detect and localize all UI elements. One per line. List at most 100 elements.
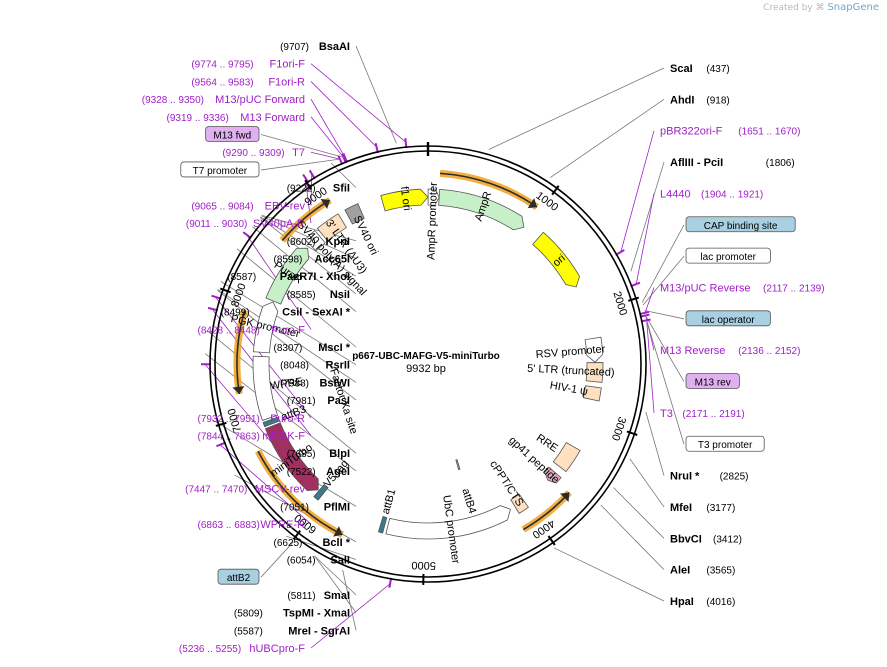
feature-label-rsv-promoter: RSV promoter bbox=[535, 343, 606, 361]
site-label-ahdi: AhdI(918) bbox=[670, 94, 730, 106]
site-coord-pbr322ori-f: (1651 .. 1670) bbox=[738, 127, 800, 138]
site-name-bsaai: BsaAI bbox=[319, 41, 350, 53]
orf-arrowhead-wpre bbox=[232, 386, 245, 394]
site-name-alei: AleI bbox=[670, 565, 690, 577]
tick-label-5000: 5000 bbox=[411, 559, 436, 572]
site-name-blpi: BlpI bbox=[329, 448, 350, 460]
site-coord-f1ori-r: (9564 .. 9583) bbox=[191, 77, 253, 88]
site-coord-bsiwi: (7988) bbox=[280, 378, 309, 389]
site-coord-bsaai: (9707) bbox=[280, 42, 309, 53]
site-label-bcli: BclI *(6625) bbox=[273, 537, 350, 549]
feature-box-label-t7-promoter: T7 promoter bbox=[193, 166, 248, 177]
site-label-attb2: attB2 bbox=[217, 568, 260, 585]
site-label-mpgk-f: mPGK-F(7844 .. 7863) bbox=[198, 431, 306, 443]
site-coord-rsrii: (8048) bbox=[280, 361, 309, 372]
site-label-agei: AgeI(7522) bbox=[287, 466, 350, 478]
leader-blpi bbox=[207, 330, 357, 454]
center-title: p667-UBC-MAFG-V5-miniTurbo 9932 bp bbox=[352, 351, 500, 375]
feature-box-label-cap-binding-site: CAP binding site bbox=[704, 221, 778, 232]
site-coord-bbvci: (3412) bbox=[713, 534, 742, 545]
leader-ahdi bbox=[550, 99, 665, 178]
orf-arrowhead-ampr bbox=[527, 198, 537, 209]
site-label-pbr322ori-f: pBR322ori-F(1651 .. 1670) bbox=[660, 126, 800, 138]
site-coord-nsii: (8585) bbox=[287, 290, 316, 301]
site-label-puro-r: Puro-R(7932 .. 7951) bbox=[198, 413, 306, 425]
leader-m13-forward bbox=[310, 116, 344, 158]
site-coord-sfii: (9222) bbox=[287, 184, 316, 195]
feature-inner-label-ori: ori bbox=[551, 252, 568, 269]
leader-m13-fwd bbox=[260, 134, 344, 158]
site-label-mfei: MfeI(3177) bbox=[670, 502, 735, 514]
site-label-puro-f: Puro-F(8428 .. 8448) bbox=[198, 324, 306, 336]
site-name-wpre-r: WPRE-R bbox=[260, 519, 305, 531]
leader-t3-promoter bbox=[646, 320, 685, 445]
site-name-nsii: NsiI bbox=[330, 289, 350, 301]
orf-arrowhead-ubc bbox=[560, 492, 570, 503]
site-label-scai: ScaI(437) bbox=[670, 63, 730, 75]
tick-4000 bbox=[547, 535, 556, 546]
site-label-msci: MscI *(8307) bbox=[273, 342, 350, 354]
leader-afliii-pcii bbox=[630, 161, 665, 272]
site-label-t3: T3(2171 .. 2191) bbox=[660, 408, 745, 420]
feature-box-label-m13-rev: M13 rev bbox=[695, 378, 731, 389]
feature-ubc-promoter bbox=[385, 505, 511, 540]
site-coord-csii-sexai: (8499) bbox=[221, 308, 250, 319]
feature-label-wpre: WPRE bbox=[269, 376, 303, 393]
site-label-kpni: KpnI(8602) bbox=[287, 236, 350, 248]
site-coord-hubcpro-f: (5236 .. 5255) bbox=[179, 644, 241, 655]
feature-box-label-t3-promoter: T3 promoter bbox=[698, 440, 753, 451]
site-label-t7: T7(9290 .. 9309) bbox=[222, 147, 305, 159]
plasmid-name: p667-UBC-MAFG-V5-miniTurbo bbox=[352, 351, 500, 362]
leader-bsiwi bbox=[217, 289, 357, 383]
site-name-m13-puc-reverse: M13/pUC Reverse bbox=[660, 282, 750, 294]
site-label-m13-puc-reverse: M13/pUC Reverse(2117 .. 2139) bbox=[660, 282, 825, 294]
feature-sv40-ori bbox=[344, 203, 365, 225]
leader-f1ori-f bbox=[310, 63, 407, 143]
site-coord-paer7i-xhoi: (8587) bbox=[227, 272, 256, 283]
leader-bbvci bbox=[613, 487, 665, 539]
credit-brand: SnapGene bbox=[827, 2, 879, 13]
tick-7000 bbox=[215, 421, 227, 427]
site-label-pasi: PasI(7981) bbox=[287, 395, 350, 407]
site-coord-agei: (7522) bbox=[287, 467, 316, 478]
site-coord-ebv-rev: (9065 .. 9084) bbox=[191, 201, 253, 212]
site-label-lac-operator: lac operator bbox=[685, 310, 771, 327]
orf-arc-ampr bbox=[440, 172, 538, 208]
site-name-acc65i: Acc65I bbox=[315, 253, 350, 265]
leader-smai bbox=[314, 555, 357, 596]
leader-m13-puc-reverse bbox=[644, 287, 655, 313]
site-coord-puro-r: (7932 .. 7951) bbox=[198, 414, 260, 425]
snapgene-logo-icon: ⌘ bbox=[815, 3, 825, 13]
site-coord-m13-reverse: (2136 .. 2152) bbox=[738, 346, 800, 357]
site-name-msci: MscI * bbox=[318, 342, 351, 354]
site-coord-pflmi: (7051) bbox=[280, 502, 309, 513]
feature-ori bbox=[532, 231, 580, 288]
leader-alei bbox=[600, 504, 665, 570]
feature-box-label-lac-promoter: lac promoter bbox=[700, 252, 756, 263]
leader-hpai bbox=[553, 547, 665, 602]
feature-ampr bbox=[438, 188, 525, 231]
tick-9000 bbox=[304, 179, 313, 191]
leader-cap-binding-site bbox=[641, 224, 685, 303]
site-label-f1ori-r: F1ori-R(9564 .. 9583) bbox=[191, 76, 305, 88]
site-name-nrui: NruI * bbox=[670, 471, 700, 483]
site-label-l4440: L4440(1904 .. 1921) bbox=[660, 188, 763, 200]
feature-5-ltr-truncated bbox=[585, 362, 604, 383]
leader-csii-sexai bbox=[252, 226, 357, 312]
site-label-blpi: BlpI(7685) bbox=[287, 448, 350, 460]
feature-box-label-m13-fwd: M13 fwd bbox=[213, 131, 251, 142]
leader-kpni bbox=[261, 214, 357, 242]
site-label-bsaai: BsaAI (9707) bbox=[280, 41, 350, 53]
site-name-paer7i-xhoi: PaeR7I - XhoI bbox=[280, 271, 350, 283]
site-name-m13-reverse: M13 Reverse bbox=[660, 345, 725, 357]
leader-t7 bbox=[310, 151, 340, 160]
leader-m13-puc-forward bbox=[310, 98, 346, 158]
feature-label-attb1: attB1 bbox=[380, 488, 399, 516]
site-name-hpai: HpaI bbox=[670, 596, 694, 608]
site-label-afliii-pcii: AflIII - PciI(1806) bbox=[670, 157, 795, 169]
feature-label-rre: RRE bbox=[534, 432, 560, 455]
feature-attb3 bbox=[262, 416, 281, 428]
site-coord-acc65i: (8598) bbox=[273, 254, 302, 265]
site-name-sv40pa-r: SV40pA-R bbox=[253, 218, 305, 230]
site-labels: ScaI(437) AhdI(918) pBR322ori-F(1651 .. 16… bbox=[142, 41, 825, 655]
